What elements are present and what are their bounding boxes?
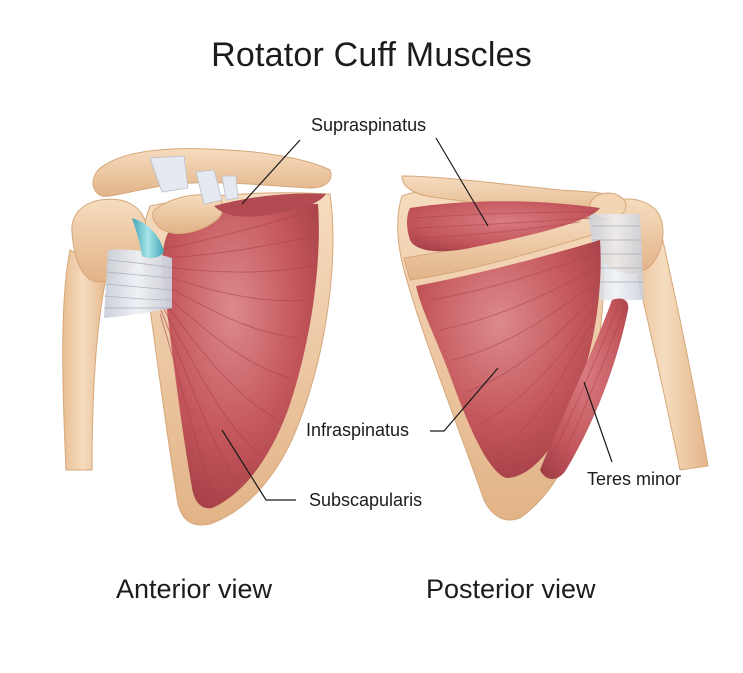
callout-lines [221,137,613,501]
label-anterior-view: Anterior view [116,574,273,604]
posterior-shoulder [397,175,709,521]
anterior-coracoid [152,194,224,235]
label-teres-minor: Teres minor [587,469,682,489]
infraspinatus-leader [430,367,499,432]
supraspinatus-leader-posterior [435,137,489,227]
label-supraspinatus: Supraspinatus [311,115,427,135]
label-posterior-view: Posterior view [426,574,596,604]
anterior-ligaments [149,155,239,205]
supraspinatus-leader-anterior [241,139,301,205]
anterior-glenoid-cartilage [132,218,164,259]
supraspinatus-muscle [407,201,600,252]
subscapularis-muscle [162,203,319,509]
subscapularis-leader [221,429,296,501]
anterior-humerus [62,249,109,471]
diagram-title: Rotator Cuff Muscles [211,36,532,74]
posterior-tendon-band [588,214,644,300]
label-infraspinatus: Infraspinatus [306,420,410,440]
infraspinatus-muscle [416,240,601,478]
teres-minor-leader [583,381,613,463]
subscapularis-fibers [159,209,317,503]
anterior-supraspinatus [214,193,326,217]
anterior-tendon-band [104,249,172,318]
teres-minor-muscle [540,298,629,479]
label-subscapularis: Subscapularis [309,490,423,510]
anterior-shoulder [62,148,334,526]
